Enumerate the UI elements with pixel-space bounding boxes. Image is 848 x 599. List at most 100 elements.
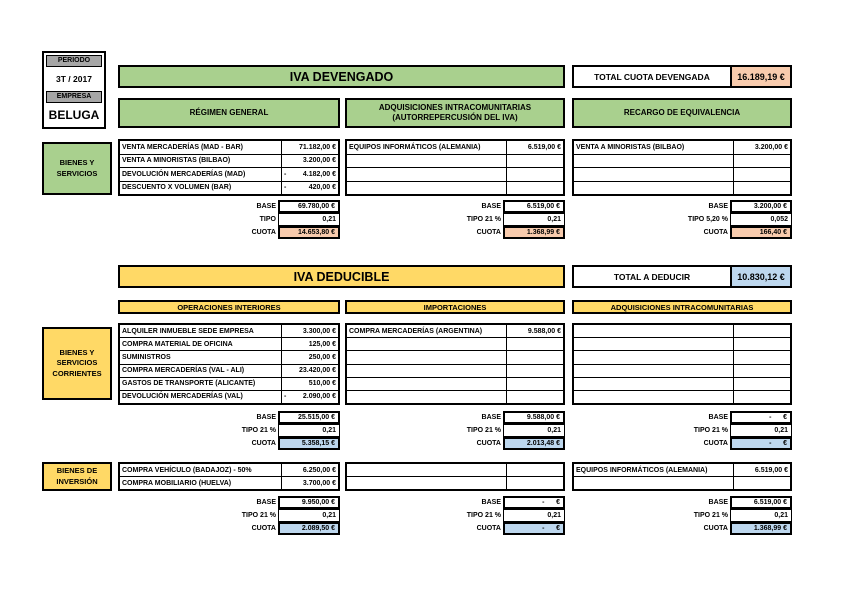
amount: 3.200,00 €: [302, 157, 336, 165]
base-value: 6.519,00 €: [503, 200, 565, 213]
summary-row: BASE- €: [482, 496, 565, 509]
table-row: DESCUENTO X VOLUMEN (BAR)-420,00 €: [120, 181, 338, 194]
deducible-banner: IVA DEDUCIBLE: [118, 265, 565, 288]
amount: 4.182,00 €: [302, 170, 336, 178]
row-value: [507, 182, 563, 195]
summary-row: TIPO 21 %0,21: [694, 424, 792, 437]
base-value: 3.200,00 €: [730, 200, 792, 213]
summary-label: CUOTA: [476, 525, 501, 532]
row-value: [734, 391, 790, 403]
minus-sign: -: [284, 170, 287, 178]
adquisiciones-deducible-table: [572, 323, 792, 405]
summary-label: BASE: [708, 499, 728, 506]
row-label: [347, 338, 507, 351]
table-row: ALQUILER INMUEBLE SEDE EMPRESA 3.300,00 €: [120, 325, 338, 339]
row-value: 3.200,00 €: [282, 155, 338, 168]
table-row: VENTA A MINORISTAS (BILBAO) 3.200,00 €: [120, 154, 338, 168]
row-value: [507, 351, 563, 363]
summary-label: TIPO 21 %: [466, 216, 501, 223]
total-devengada-value: 16.189,19 €: [732, 67, 790, 86]
table-row: DEVOLUCIÓN MERCADERÍAS (VAL)-2.090,00 €: [120, 390, 338, 404]
amount: 3.300,00 €: [302, 327, 336, 335]
row-label: EQUIPOS INFORMÁTICOS (ALEMANIA): [574, 464, 734, 476]
row-value: [734, 365, 790, 377]
summary-label: BASE: [256, 203, 276, 210]
total-a-deducir: TOTAL A DEDUCIR 10.830,12 €: [572, 265, 792, 288]
row-value: 3.300,00 €: [282, 325, 338, 337]
cuota-value: 166,40 €: [730, 226, 792, 239]
company-header: EMPRESA: [46, 91, 102, 103]
tipo-value: 0,21: [730, 424, 792, 437]
amount: 250,00 €: [308, 353, 336, 361]
table-row: VENTA A MINORISTAS (BILBAO)3.200,00 €: [574, 141, 790, 155]
row-value: [734, 477, 790, 489]
row-label: COMPRA MATERIAL DE OFICINA: [120, 338, 282, 351]
row-value: - 4.182,00 €: [282, 168, 338, 181]
summary-label: TIPO 21 %: [693, 512, 728, 519]
amount: 510,00 €: [308, 380, 336, 388]
row-value: [507, 338, 563, 350]
table-row: [347, 377, 563, 391]
tipo-value: 0,052: [730, 213, 792, 226]
tipo-value: 0,21: [503, 213, 565, 226]
row-value: [734, 325, 790, 337]
summary-label: BASE: [481, 499, 501, 506]
row-label: [347, 377, 507, 390]
period-header: PERIODO: [46, 55, 102, 67]
row-value: [734, 351, 790, 363]
table-row: [574, 181, 790, 195]
row-value: [734, 378, 790, 390]
row-value: 510,00 €: [282, 378, 338, 390]
summary-label: BASE: [481, 203, 501, 210]
row-label: VENTA A MINORISTAS (BILBAO): [120, 154, 282, 167]
table-row: GASTOS DE TRANSPORTE (ALICANTE)510,00 €: [120, 377, 338, 391]
row-label: COMPRA VEHÍCULO (BADAJOZ) - 50%: [120, 464, 282, 476]
minus-sign: -: [284, 184, 287, 192]
header-operaciones-interiores: OPERACIONES INTERIORES: [118, 300, 340, 314]
row-value: [734, 182, 790, 195]
operaciones-interiores-table: ALQUILER INMUEBLE SEDE EMPRESA 3.300,00 €…: [118, 323, 340, 405]
recargo-equivalencia-table: VENTA A MINORISTAS (BILBAO)3.200,00 €: [572, 139, 792, 196]
summary-label: TIPO 21 %: [466, 427, 501, 434]
summary-label: TIPO: [259, 216, 276, 223]
company-value: BELUGA: [48, 108, 100, 122]
row-value: 3.200,00 €: [734, 141, 790, 154]
amount: 6.250,00 €: [302, 466, 336, 474]
row-value: [507, 391, 563, 403]
row-label: ALQUILER INMUEBLE SEDE EMPRESA: [120, 325, 282, 338]
summary-label: TIPO 21 %: [241, 427, 276, 434]
base-value: - €: [730, 411, 792, 424]
row-value: 9.588,00 €: [507, 325, 563, 337]
base-value: 69.780,00 €: [278, 200, 340, 213]
row-label: [574, 168, 734, 181]
table-row: [347, 390, 563, 404]
total-deducir-label: TOTAL A DEDUCIR: [574, 267, 732, 286]
table-row: [574, 168, 790, 182]
cuota-value: - €: [730, 437, 792, 450]
header-importaciones: IMPORTACIONES: [345, 300, 565, 314]
base-value: 6.519,00 €: [730, 496, 792, 509]
row-label: [574, 338, 734, 351]
amount: 6.519,00 €: [527, 143, 561, 151]
summary-row: TIPO 21 %0,21: [467, 509, 565, 522]
summary-row: CUOTA- €: [704, 437, 792, 450]
row-label: DESCUENTO X VOLUMEN (BAR): [120, 181, 282, 194]
table-row: [574, 390, 790, 404]
row-value: 6.519,00 €: [734, 464, 790, 476]
tipo-value: 0,21: [278, 509, 340, 522]
row-value: 23.420,00 €: [282, 365, 338, 377]
amount: 125,00 €: [308, 340, 336, 348]
